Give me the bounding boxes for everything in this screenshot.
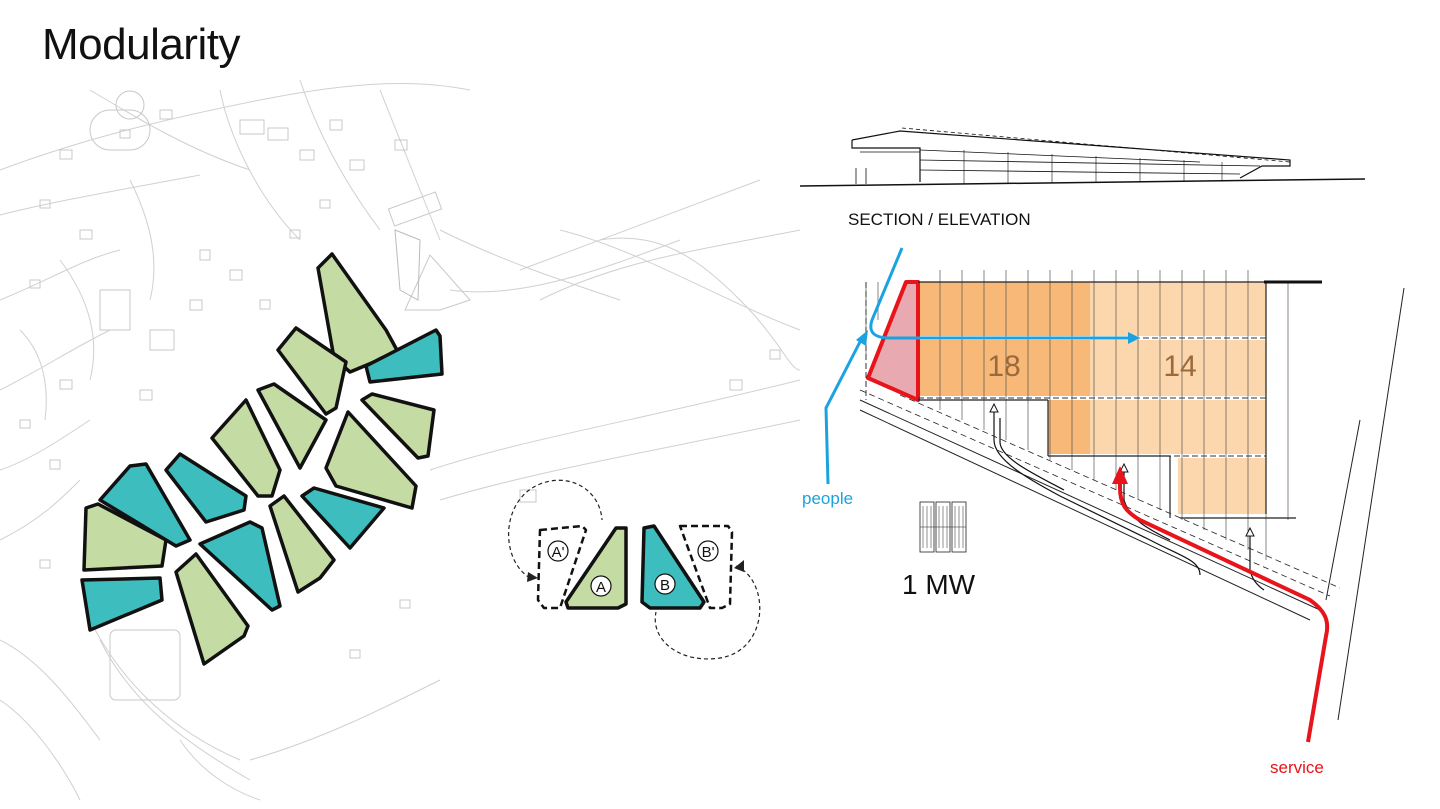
plan-walls bbox=[918, 281, 1296, 519]
module-teal-2 bbox=[164, 452, 248, 524]
module-teal-4 bbox=[300, 486, 386, 550]
module-teal-1 bbox=[364, 328, 444, 384]
module-green-5 bbox=[360, 392, 436, 460]
module-green-3 bbox=[256, 382, 328, 470]
label-circle-b bbox=[654, 573, 676, 595]
label-circle-a-prime bbox=[547, 540, 569, 562]
flip-arc-a bbox=[508, 479, 603, 579]
power-label: 1 MW bbox=[902, 569, 976, 600]
up-arrow-1 bbox=[989, 402, 999, 413]
slide-title: Modularity bbox=[42, 20, 240, 69]
entry-hall bbox=[866, 280, 920, 402]
module-flip-diagram: A' A B B' bbox=[508, 479, 761, 660]
people-arrow-head bbox=[1128, 332, 1140, 344]
zone-18-lower bbox=[918, 340, 1090, 396]
label-circle-b-prime bbox=[697, 540, 719, 562]
power-module-icon bbox=[919, 501, 967, 553]
flip-arrow-a bbox=[527, 572, 538, 582]
module-teal-6 bbox=[80, 576, 164, 632]
label-b: B bbox=[660, 577, 670, 594]
service-label: service bbox=[1270, 758, 1324, 777]
module-green-9 bbox=[174, 552, 250, 666]
module-cluster bbox=[80, 252, 444, 666]
count-label-right: 14 bbox=[1163, 350, 1196, 383]
site-map-buildings bbox=[19, 90, 781, 701]
floor-plan bbox=[824, 247, 1405, 743]
module-teal-5 bbox=[198, 520, 282, 612]
module-green-7 bbox=[268, 494, 336, 594]
section-elevation bbox=[799, 127, 1366, 187]
label-a-prime: A' bbox=[552, 544, 565, 561]
zone-14-lower bbox=[1090, 340, 1266, 396]
people-label: people bbox=[802, 489, 853, 508]
up-arrow-2 bbox=[1119, 462, 1129, 473]
section-elevation-label: SECTION / ELEVATION bbox=[848, 210, 1031, 229]
flip-arc-b bbox=[654, 565, 761, 660]
site-map-background bbox=[0, 79, 801, 801]
module-b-prime bbox=[678, 524, 734, 610]
zone-dark-small bbox=[1048, 400, 1090, 454]
people-route bbox=[869, 247, 1132, 340]
zone-18-upper bbox=[918, 282, 1090, 336]
people-entry-arrow bbox=[856, 330, 868, 346]
service-route bbox=[1118, 478, 1330, 743]
flip-arrow-b bbox=[734, 560, 744, 572]
people-entry-route bbox=[824, 337, 864, 485]
label-a: A bbox=[596, 579, 606, 596]
label-b-prime: B' bbox=[702, 544, 715, 561]
module-teal-3 bbox=[98, 462, 192, 548]
module-green-2 bbox=[276, 326, 348, 416]
zone-14-upper bbox=[1090, 282, 1266, 336]
up-arrow-3 bbox=[1245, 526, 1255, 537]
count-label-left: 18 bbox=[987, 350, 1020, 383]
module-green-4 bbox=[210, 398, 282, 498]
module-green-6 bbox=[324, 410, 418, 510]
label-circle-a bbox=[590, 575, 612, 597]
zone-light-bottom bbox=[1178, 458, 1266, 514]
module-green-8 bbox=[82, 502, 168, 572]
service-arrow-head bbox=[1112, 466, 1128, 484]
zone-light-middle bbox=[1090, 400, 1266, 454]
